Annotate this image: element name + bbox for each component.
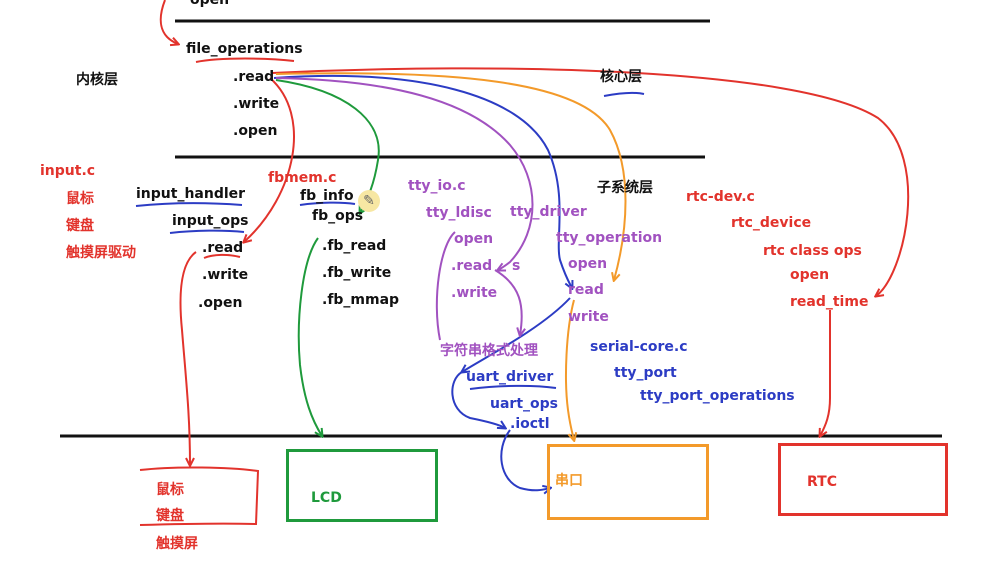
tty-ldisc-s-label: s <box>512 258 521 274</box>
arrow-ldisc-to-string-proc <box>494 269 522 335</box>
tty-ldisc-read-label: .read <box>451 258 493 274</box>
tty-op-write-label: write <box>568 309 609 325</box>
uart-loop-stroke <box>451 371 505 428</box>
core-layer-label: 核心层 <box>600 69 642 85</box>
tty-driver-label: tty_driver <box>510 204 587 220</box>
underline-input-ops <box>169 229 245 234</box>
arrow-tty-read-to-uart <box>462 297 571 372</box>
input-keyboard-label: 键盘 <box>66 218 94 234</box>
underline-fb-info <box>299 201 356 206</box>
rtc-device-label: rtc_device <box>731 215 812 231</box>
string-format-label: 字符串格式处理 <box>440 343 538 359</box>
tty-io-c-label: tty_io.c <box>408 178 466 194</box>
underline-core-layer <box>603 91 645 97</box>
tty-op-open-label: open <box>568 256 608 272</box>
hw-touchscreen-label: 触摸屏 <box>156 536 198 552</box>
open-label-top: open <box>190 0 230 8</box>
input-ops-label: input_ops <box>172 213 249 229</box>
rtc-read-time-label: read_time <box>790 294 869 310</box>
input-open-label: .open <box>198 295 243 311</box>
input-read-label: .read <box>202 240 244 256</box>
fo-write-label: .write <box>233 96 280 112</box>
lcd-box: LCD <box>286 449 438 522</box>
file-operations-label: file_operations <box>186 41 303 57</box>
tty-port-label: tty_port <box>614 365 677 381</box>
input-c-label: input.c <box>40 163 96 179</box>
tty-operation-label: tty_operation <box>556 230 663 246</box>
hw-keyboard-label: 键盘 <box>156 508 184 524</box>
uart-driver-label: uart_driver <box>466 369 554 385</box>
fbmem-c-label: fbmem.c <box>268 170 337 186</box>
tty-port-operations-label: tty_port_operations <box>640 388 795 404</box>
underline-input-handler <box>135 202 243 207</box>
tty-ldisc-write-label: .write <box>451 285 498 301</box>
arrow-tty-to-serial-box <box>565 299 574 440</box>
ldisc-loop-stroke <box>435 231 456 341</box>
input-hardware-bracket <box>139 466 260 526</box>
fb-read-label: .fb_read <box>322 238 387 254</box>
pencil-icon: ✎ <box>358 190 380 212</box>
rtc-dev-c-label: rtc-dev.c <box>686 189 755 205</box>
serial-core-label: serial-core.c <box>590 339 688 355</box>
input-write-label: .write <box>202 267 249 283</box>
arrow-read-to-tty-ldisc <box>275 77 534 270</box>
fb-write-label: .fb_write <box>322 265 392 281</box>
input-handler-label: input_handler <box>136 186 246 202</box>
underline-input-read <box>203 253 241 259</box>
tty-op-read-label: read <box>568 282 604 298</box>
ioctl-label: .ioctl <box>510 416 550 432</box>
serial-label: 串口 <box>555 473 583 489</box>
arrow-rtc-to-box <box>820 310 831 436</box>
rtc-label: RTC <box>807 474 837 490</box>
fb-mmap-label: .fb_mmap <box>322 292 400 308</box>
serial-box: 串口 <box>547 444 709 520</box>
fb-ops-label: fb_ops <box>312 208 364 224</box>
arrow-read-to-input-read <box>244 77 295 242</box>
subsystem-layer-label: 子系统层 <box>597 180 653 196</box>
hw-mouse-label: 鼠标 <box>156 482 184 498</box>
rtc-class-ops-label: rtc class ops <box>763 243 862 259</box>
rtc-open-label: open <box>790 267 830 283</box>
arrow-read-to-rtc-read-time <box>271 67 910 296</box>
arrow-fb-to-lcd <box>297 237 322 436</box>
arrow-input-to-hardware <box>179 251 197 465</box>
kernel-layer-label: 内核层 <box>76 72 118 88</box>
arrow-read-to-tty-operation <box>273 75 572 288</box>
arrow-read-to-tty-open <box>275 72 627 280</box>
fo-read-label: .read <box>233 69 275 85</box>
uart-ops-label: uart_ops <box>490 396 558 412</box>
underline-file-operations <box>195 57 295 63</box>
tty-ldisc-label: tty_ldisc <box>426 205 492 221</box>
tty-ldisc-open-label: open <box>454 231 494 247</box>
input-touch-driver-label: 触摸屏驱动 <box>66 245 136 261</box>
input-mouse-label: 鼠标 <box>66 191 94 207</box>
lcd-label: LCD <box>311 490 342 506</box>
arrow-ioctl-to-serial <box>500 429 550 490</box>
fb-info-label: fb_info <box>300 188 354 204</box>
fo-open-label: .open <box>233 123 278 139</box>
underline-uart-driver <box>469 384 557 390</box>
rtc-box: RTC <box>778 443 948 516</box>
arrow-open-to-file-operations <box>159 0 178 44</box>
